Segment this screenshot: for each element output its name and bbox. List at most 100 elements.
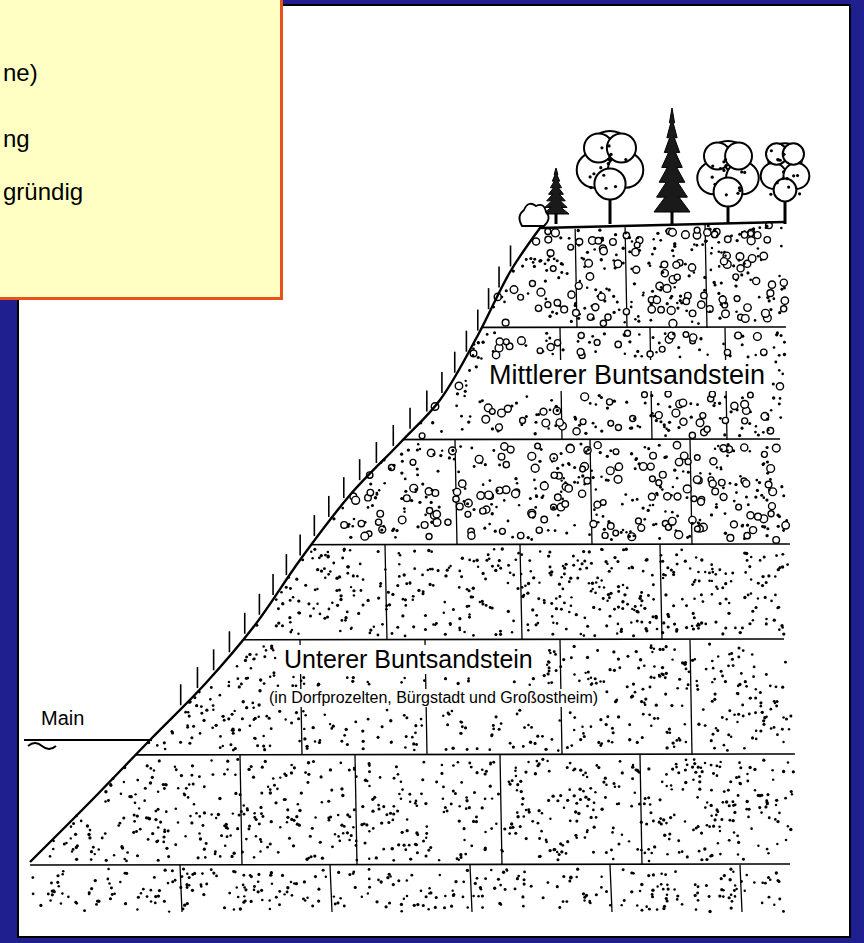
sand-dot (486, 333, 489, 336)
sand-dot (317, 900, 320, 903)
sand-dot (466, 869, 469, 872)
sand-dot (652, 336, 655, 339)
sand-dot (652, 523, 655, 526)
sand-dot (605, 690, 608, 693)
sand-dot (382, 848, 385, 851)
sand-dot (421, 778, 424, 781)
pebble (734, 296, 740, 302)
sand-dot (153, 769, 155, 771)
sand-dot (425, 895, 428, 898)
joint-line (385, 545, 387, 640)
sand-dot (769, 308, 772, 311)
sand-dot (452, 789, 455, 792)
sand-dot (597, 295, 599, 297)
sand-dot (211, 726, 214, 729)
pebble (580, 466, 586, 472)
pebble (536, 527, 542, 533)
joint-line (330, 865, 332, 912)
sand-dot (607, 739, 610, 742)
sand-dot (292, 676, 295, 679)
sand-dot (542, 896, 545, 899)
sand-dot (739, 782, 742, 785)
sand-dot (259, 838, 262, 841)
sand-dot (515, 401, 518, 404)
sand-dot (786, 563, 789, 566)
sand-dot (459, 720, 462, 723)
sand-dot (171, 731, 174, 734)
sand-dot (630, 890, 633, 893)
sand-dot (590, 816, 593, 819)
sand-dot (236, 665, 239, 668)
sand-dot (603, 299, 606, 302)
sand-dot (755, 425, 757, 427)
sand-dot (368, 886, 371, 889)
sand-dot (257, 873, 260, 876)
pebble (689, 432, 695, 438)
sand-dot (67, 896, 70, 899)
sand-dot (677, 839, 680, 842)
sand-dot (612, 295, 615, 298)
sand-dot (710, 269, 713, 272)
pebble (578, 490, 585, 497)
sand-dot (31, 876, 34, 879)
sand-dot (635, 650, 638, 653)
sand-dot (741, 396, 744, 399)
sand-dot (615, 254, 618, 257)
sand-dot (302, 710, 305, 713)
sand-dot (188, 715, 191, 718)
sand-dot (688, 274, 691, 277)
sand-dot (484, 463, 487, 466)
sand-dot (429, 846, 432, 849)
sand-dot (706, 354, 708, 356)
sand-dot (239, 907, 242, 910)
pebble (656, 480, 662, 486)
sand-dot (179, 886, 182, 889)
sand-dot (186, 886, 189, 889)
sand-dot (545, 298, 548, 301)
sand-dot (302, 676, 305, 679)
sand-dot (573, 645, 576, 648)
sand-dot (579, 738, 582, 741)
sand-dot (747, 593, 750, 596)
sand-dot (780, 288, 783, 291)
sand-dot (228, 892, 231, 895)
sand-dot (414, 724, 417, 727)
sand-dot (265, 649, 268, 652)
sand-dot (164, 748, 167, 751)
sand-dot (765, 799, 768, 802)
sand-dot (728, 602, 731, 605)
sand-dot (503, 827, 506, 830)
sand-dot (237, 896, 240, 899)
sand-dot (274, 657, 276, 659)
sand-dot (203, 785, 206, 788)
sand-dot (529, 497, 532, 500)
pebble (696, 419, 704, 427)
sand-dot (227, 717, 230, 720)
sand-dot (494, 633, 497, 636)
sand-dot (543, 674, 546, 677)
sand-dot (331, 845, 334, 848)
sand-dot (614, 785, 617, 788)
sand-dot (613, 399, 616, 402)
sand-dot (120, 793, 123, 796)
sand-dot (685, 309, 688, 312)
pebble (761, 451, 767, 457)
sand-dot (234, 773, 237, 776)
sand-dot (257, 880, 260, 883)
sand-dot (190, 774, 193, 777)
sand-dot (681, 850, 684, 853)
sand-dot (755, 354, 757, 356)
sand-dot (343, 904, 346, 907)
sand-dot (658, 675, 661, 678)
sand-dot (728, 839, 731, 842)
sand-dot (626, 655, 629, 658)
sand-dot (398, 563, 400, 565)
sand-dot (444, 895, 447, 898)
sand-dot (706, 824, 709, 827)
sand-dot (389, 875, 391, 877)
sand-dot (765, 618, 768, 621)
sand-dot (378, 489, 380, 491)
sand-dot (250, 875, 253, 878)
sand-dot (600, 258, 603, 261)
sand-dot (738, 683, 741, 686)
